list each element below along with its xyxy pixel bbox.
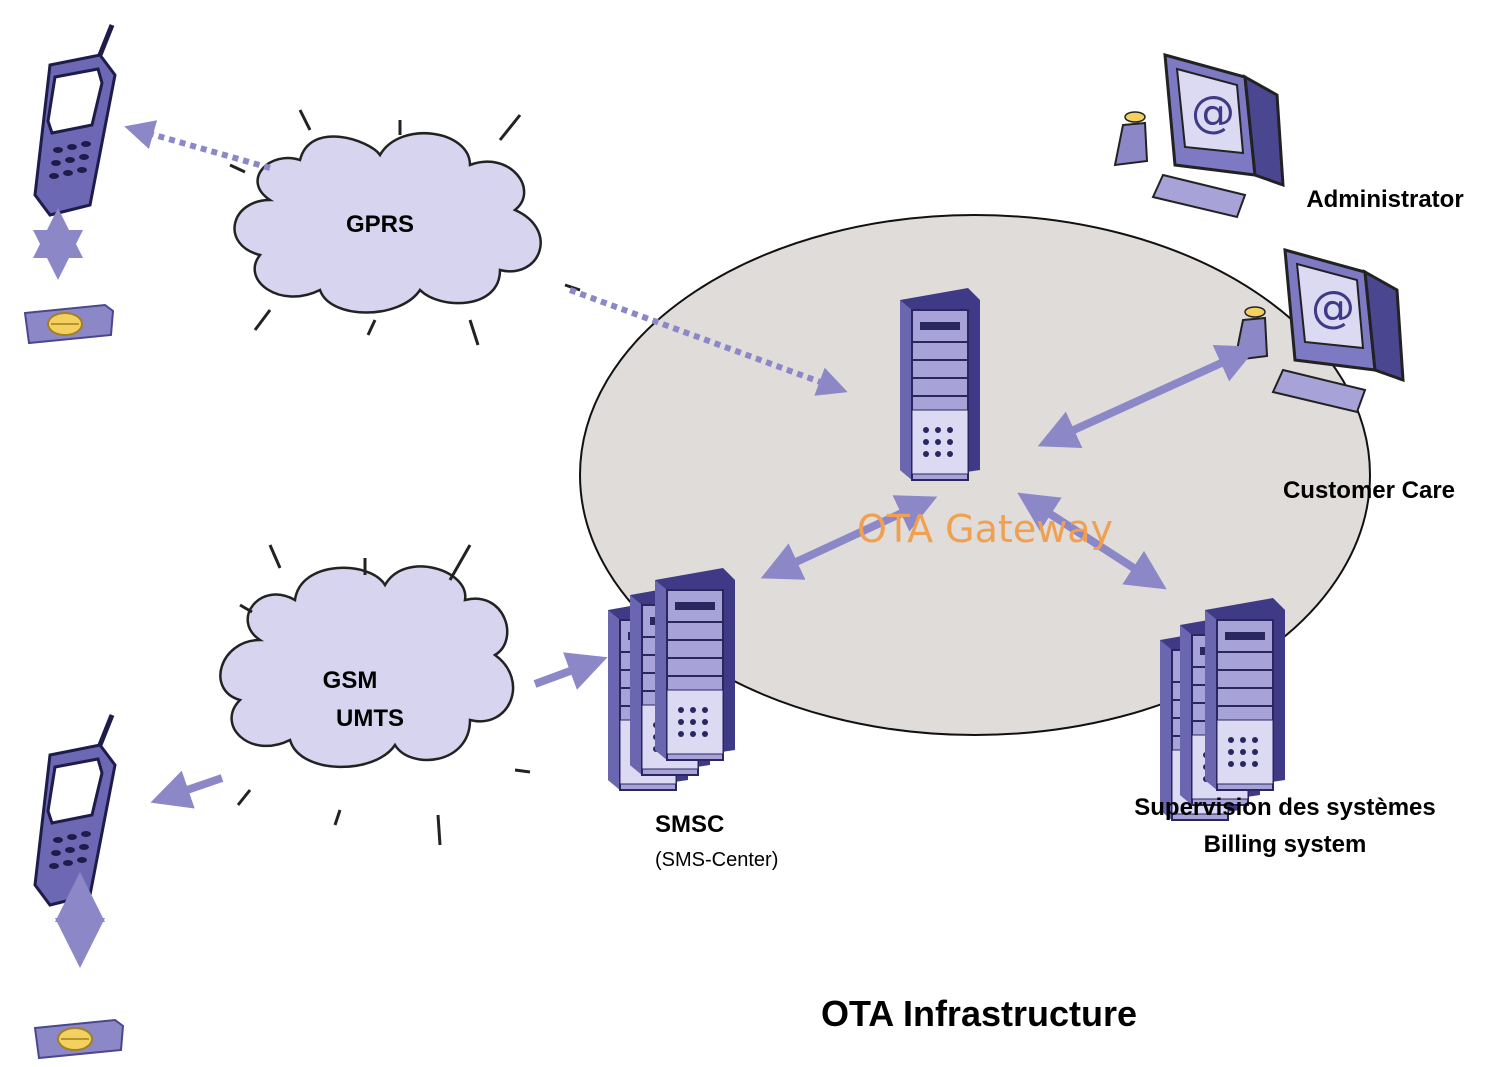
phone-icon-bottom: [35, 715, 115, 905]
billing-label-line2: Billing system: [1204, 831, 1367, 858]
network-oval: [579, 214, 1371, 736]
administrator-label: Administrator: [1306, 186, 1463, 213]
sim-card-icon-top: [24, 304, 114, 344]
gsm-umts-cloud: [219, 544, 531, 846]
gsm-to-smsc-link: [533, 652, 608, 690]
gsm-to-phone-link: [150, 770, 224, 809]
gateway-to-smsc-link: [760, 495, 938, 580]
gprs-label: GPRS: [346, 211, 414, 238]
gprs-to-phone-link: [124, 120, 271, 171]
ota-gateway-label: OTA Gateway: [857, 507, 1113, 551]
smsc-subtitle: (SMS-Center): [655, 849, 778, 871]
admin-computer-icon: [1113, 53, 1285, 219]
ota-gateway-server-icon: [899, 287, 981, 481]
phone-icon-top: [35, 25, 115, 215]
smsc-title: SMSC: [655, 811, 724, 838]
gateway-to-customer-care-link: [1037, 345, 1258, 448]
smsc-server-icon: [607, 567, 736, 791]
diagram-title: OTA Infrastructure: [821, 993, 1137, 1034]
billing-label-line1: Supervision des systèmes: [1134, 794, 1435, 821]
customer-care-label: Customer Care: [1283, 477, 1455, 504]
sim-card-icon-bottom: [34, 1019, 124, 1059]
umts-label: UMTS: [336, 705, 404, 732]
gateway-to-billing-link: [1017, 492, 1167, 590]
gsm-label: GSM: [323, 667, 378, 694]
gprs-to-gateway-link: [568, 287, 848, 396]
gprs-cloud: [229, 109, 581, 346]
